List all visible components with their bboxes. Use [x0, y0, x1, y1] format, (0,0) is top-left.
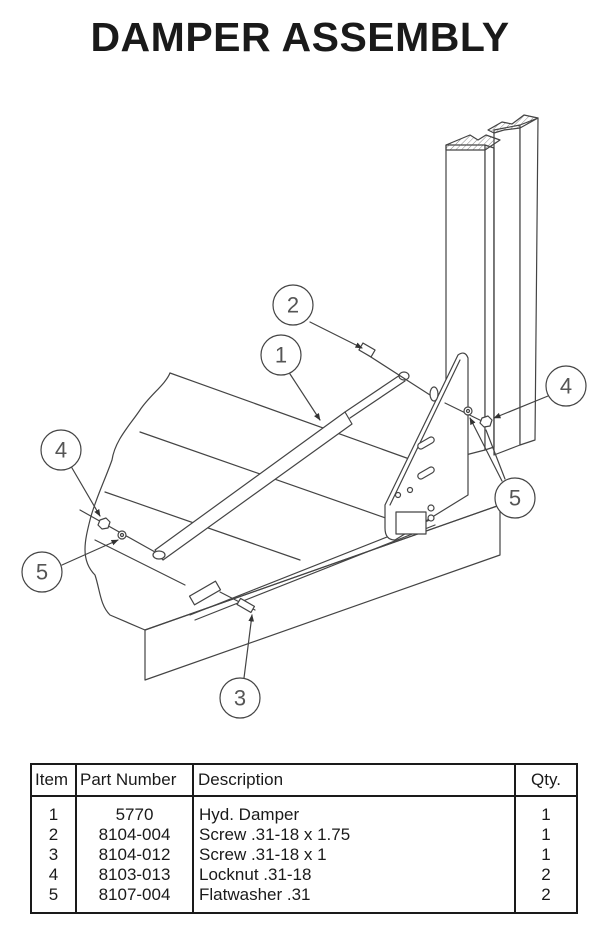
svg-text:2: 2 [287, 293, 299, 318]
cell-item: 1 [31, 796, 77, 825]
callout-4-left: 4 [40, 429, 101, 517]
cell-description: Flatwasher .31 [193, 885, 516, 913]
callout-2: 2 [272, 284, 363, 349]
table-row: 5 8107-004 Flatwasher .31 2 [31, 885, 577, 913]
cell-qty: 2 [541, 885, 551, 904]
cell-part-number: 5770 [76, 796, 194, 825]
column-header-qty: Qty. [515, 764, 577, 797]
callout-5-right: 5 [469, 417, 536, 519]
cell-description: Screw .31-18 x 1 [193, 845, 516, 865]
callout-1: 1 [260, 334, 321, 421]
cell-part-number: 8103-013 [76, 865, 194, 885]
cell-part-number: 8104-012 [76, 845, 194, 865]
table-row: 2 8104-004 Screw .31-18 x 1.75 1 [31, 825, 577, 845]
table-row: 3 8104-012 Screw .31-18 x 1 1 [31, 845, 577, 865]
callout-4-right: 4 [493, 365, 587, 419]
callout-5-left: 5 [21, 539, 119, 593]
cell-qty: 2 [541, 865, 551, 884]
cell-item: 2 [31, 825, 77, 845]
callout-3: 3 [219, 614, 261, 719]
cell-item: 5 [31, 885, 77, 913]
svg-text:4: 4 [55, 438, 67, 463]
hardware-drawing [79, 342, 493, 614]
cell-qty: 1 [541, 805, 551, 824]
cell-description: Locknut .31-18 [193, 865, 516, 885]
mounting-bracket-drawing [384, 352, 469, 541]
table-row: 1 5770 Hyd. Damper 1 [31, 796, 577, 825]
cell-qty: 1 [541, 825, 551, 844]
page-title: DAMPER ASSEMBLY [90, 14, 510, 60]
cell-part-number: 8107-004 [76, 885, 194, 913]
svg-text:5: 5 [509, 486, 521, 511]
hydraulic-damper-drawing [152, 371, 439, 561]
cell-item: 3 [31, 845, 77, 865]
assembly-drawing: 1 2 3 4 4 5 5 [0, 80, 600, 740]
table-row: 4 8103-013 Locknut .31-18 2 [31, 865, 577, 885]
cell-description: Hyd. Damper [193, 796, 516, 825]
cell-part-number: 8104-004 [76, 825, 194, 845]
parts-list-table: Item Part Number Description Qty. 1 5770… [30, 763, 578, 914]
cell-qty: 1 [541, 845, 551, 864]
column-header-item: Item [31, 764, 77, 797]
column-header-description: Description [193, 764, 516, 797]
svg-text:1: 1 [275, 343, 287, 368]
svg-text:5: 5 [36, 560, 48, 585]
cell-item: 4 [31, 865, 77, 885]
column-header-part-number: Part Number [76, 764, 194, 797]
cell-description: Screw .31-18 x 1.75 [193, 825, 516, 845]
table-header-row: Item Part Number Description Qty. [31, 764, 577, 797]
svg-text:4: 4 [560, 374, 572, 399]
svg-text:3: 3 [234, 686, 246, 711]
